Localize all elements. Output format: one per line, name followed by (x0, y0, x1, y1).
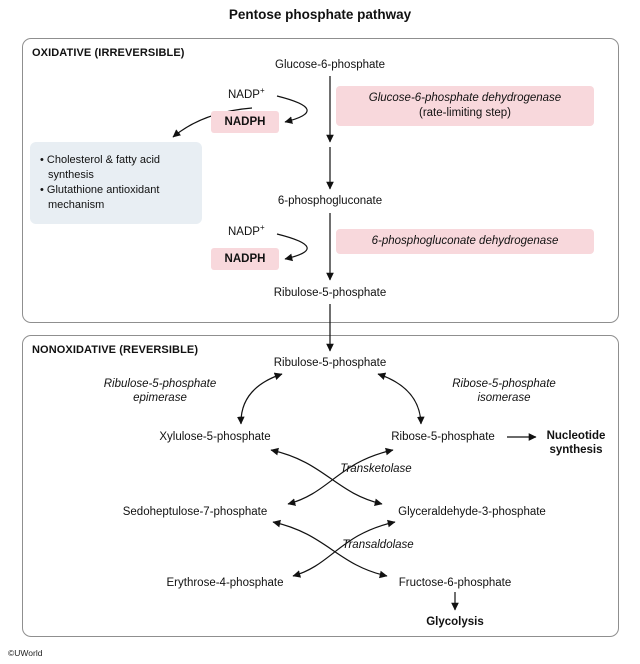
enzyme-g6pd-name: Glucose-6-phosphate dehydrogenase (368, 92, 562, 104)
enzyme-box-g6pd: Glucose-6-phosphate dehydrogenase (rate-… (336, 86, 594, 126)
nonoxidative-heading: NONOXIDATIVE (REVERSIBLE) (32, 344, 199, 356)
enzyme-transketolase: Transketolase (340, 463, 412, 475)
nadph-use-glutathione: • Glutathione antioxidant mechanism (40, 184, 160, 211)
nadp-plus-1: + (259, 86, 265, 95)
nucleotide-line-1: Nucleotide (546, 430, 606, 442)
enzyme-box-6pgd: 6-phosphogluconate dehydrogenase (336, 229, 594, 254)
nadp-label-2: NADP (228, 225, 260, 238)
enzyme-isomerase: Ribose-5-phosphate isomerase (452, 377, 556, 405)
epimerase-line-1: Ribulose-5-phosphate (103, 378, 217, 390)
nadph-use-cholesterol: • Cholesterol & fatty acid synthesis (40, 154, 161, 181)
page-title: Pentose phosphate pathway (228, 7, 412, 22)
epimerase-line-2: epimerase (133, 392, 187, 404)
metabolite-ribulose-5-phosphate-oxidative: Ribulose-5-phosphate (273, 287, 387, 299)
metabolite-glyceraldehyde-3-phosphate: Glyceraldehyde-3-phosphate (398, 506, 546, 518)
metabolite-6-phosphogluconate: 6-phosphogluconate (277, 195, 383, 207)
nadp-plus-2: + (259, 223, 265, 232)
enzyme-epimerase: Ribulose-5-phosphate epimerase (104, 377, 217, 405)
label-nucleotide-synthesis: Nucleotide synthesis (547, 429, 606, 457)
metabolite-fructose-6-phosphate: Fructose-6-phosphate (398, 577, 512, 589)
oxidative-heading: OXIDATIVE (IRREVERSIBLE) (32, 47, 185, 59)
metabolite-glucose-6-phosphate: Glucose-6-phosphate (275, 59, 385, 71)
enzyme-g6pd-note: (rate-limiting step) (418, 107, 512, 119)
enzyme-transaldolase: Transaldolase (342, 539, 414, 551)
isomerase-line-1: Ribose-5-phosphate (452, 378, 556, 390)
cofactor-nadp-1: NADP+ (228, 84, 265, 102)
nucleotide-line-2: synthesis (549, 444, 603, 456)
nadph-uses-box: • Cholesterol & fatty acid synthesis • G… (30, 142, 202, 224)
metabolite-erythrose-4-phosphate: Erythrose-4-phosphate (166, 577, 284, 589)
copyright-uworld: ©UWorld (8, 648, 43, 658)
cofactor-nadph-1: NADPH (211, 111, 279, 133)
label-glycolysis: Glycolysis (426, 616, 484, 628)
nadp-label-1: NADP (228, 88, 260, 101)
isomerase-line-2: isomerase (477, 392, 531, 404)
metabolite-ribose-5-phosphate: Ribose-5-phosphate (391, 431, 495, 443)
metabolite-sedoheptulose-7-phosphate: Sedoheptulose-7-phosphate (122, 506, 268, 518)
metabolite-xylulose-5-phosphate: Xylulose-5-phosphate (159, 431, 271, 443)
cofactor-nadph-2: NADPH (211, 248, 279, 270)
cofactor-nadp-2: NADP+ (228, 221, 265, 239)
metabolite-ribulose-5-phosphate: Ribulose-5-phosphate (273, 357, 387, 369)
